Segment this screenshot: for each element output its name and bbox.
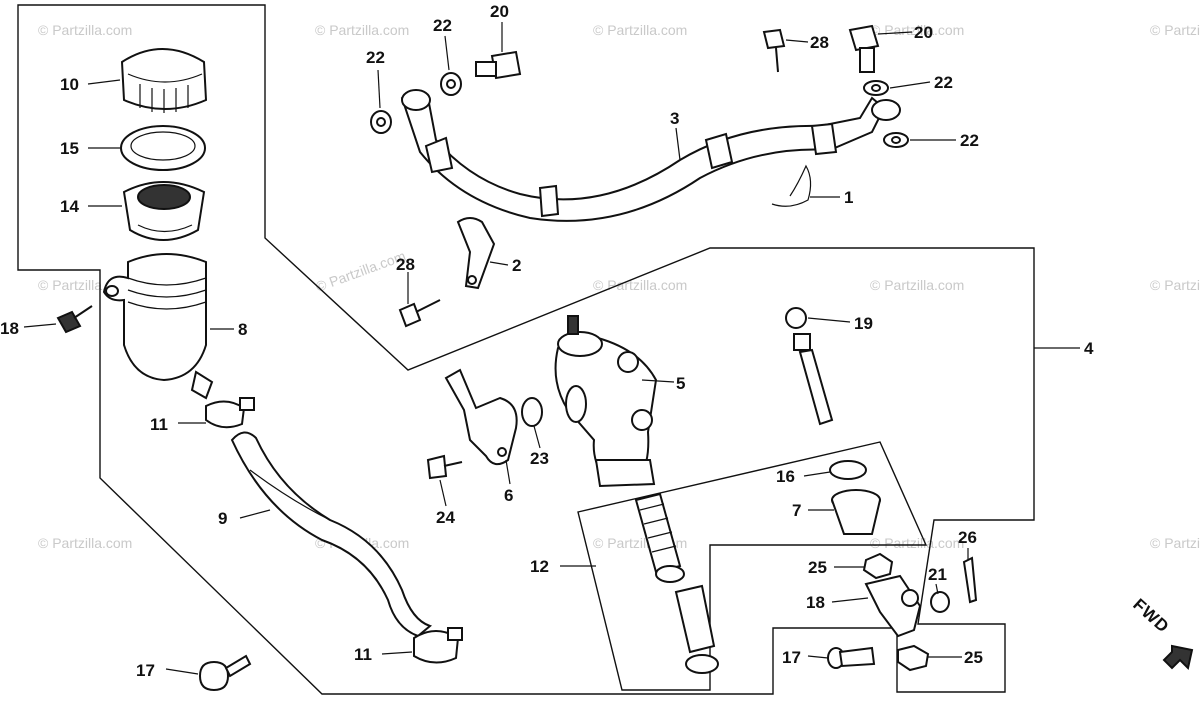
oil-bolts — [475, 24, 880, 80]
piston-assembly — [634, 492, 719, 674]
callout: 19 — [854, 314, 873, 333]
brake-hose — [400, 89, 901, 222]
leader-lines — [23, 22, 1080, 675]
piston-kit-outline — [577, 441, 928, 691]
cotter-pin — [962, 556, 978, 604]
watermark: © Partzilla.com — [38, 535, 132, 551]
callout: 22 — [960, 131, 979, 150]
callout: 8 — [238, 320, 247, 339]
diaphragm-plate — [120, 125, 206, 171]
callout: 7 — [792, 501, 801, 520]
assembly-outline — [17, 4, 1035, 695]
callout: 23 — [530, 449, 549, 468]
reservoir-bolt — [56, 305, 93, 334]
push-rod — [785, 307, 834, 426]
callout: 10 — [60, 75, 79, 94]
watermark: © Partzilla.com — [1150, 22, 1200, 38]
callout: 9 — [218, 509, 227, 528]
callout: 6 — [504, 486, 513, 505]
callout: 24 — [436, 508, 455, 527]
boot — [831, 489, 881, 535]
callout: 28 — [396, 255, 415, 274]
forward-direction-indicator: FWD — [1129, 595, 1194, 670]
callout: 4 — [1084, 339, 1094, 358]
hose-clamp-lower — [413, 627, 463, 664]
watermark: © Partzilla.com — [593, 277, 687, 293]
callout: 2 — [512, 256, 521, 275]
pivot-bolt — [198, 654, 252, 692]
callout: 25 — [808, 558, 827, 577]
hose-bolts — [398, 28, 786, 328]
joint-pin — [827, 646, 876, 669]
callout: 22 — [433, 16, 452, 35]
callout: 14 — [60, 197, 79, 216]
callout: 21 — [928, 565, 947, 584]
watermark: © Partzilla.com — [315, 22, 409, 38]
diaphragm — [122, 181, 206, 241]
callout: 3 — [670, 109, 679, 128]
callout: 28 — [810, 33, 829, 52]
callout: 22 — [366, 48, 385, 67]
hose-clip — [771, 164, 812, 207]
nuts — [862, 552, 930, 672]
callout: 17 — [782, 648, 801, 667]
watermark: © Partzilla.com — [1150, 535, 1200, 551]
watermark: © Partzilla.com — [870, 535, 964, 551]
hose-clamp-upper — [205, 397, 255, 429]
callout: 25 — [964, 648, 983, 667]
callout: 22 — [934, 73, 953, 92]
reservoir-hose — [230, 431, 433, 638]
reservoir-cap — [120, 48, 208, 113]
snap-ring — [829, 460, 867, 480]
callout: 26 — [958, 528, 977, 547]
reservoir-body — [102, 253, 214, 400]
callout: 20 — [914, 23, 933, 42]
callout: 20 — [490, 2, 509, 21]
callout: 18 — [0, 319, 19, 338]
callout: 15 — [60, 139, 79, 158]
callout: 5 — [676, 374, 685, 393]
callout: 18 — [806, 593, 825, 612]
watermark: © Partzilla.com — [870, 22, 964, 38]
joint-screw — [426, 454, 463, 480]
watermark: © Partzilla.com — [1150, 277, 1200, 293]
callout: 16 — [776, 467, 795, 486]
o-ring — [521, 397, 543, 427]
master-cylinder — [554, 315, 658, 488]
hose-guide — [456, 217, 496, 290]
callout: 12 — [530, 557, 549, 576]
clevis-joint — [864, 574, 922, 638]
callout: 11 — [354, 645, 372, 664]
callout: 1 — [844, 188, 853, 207]
washer — [930, 591, 950, 613]
sealing-washers — [370, 72, 909, 148]
fwd-label: FWD — [1129, 595, 1173, 637]
callout: 17 — [136, 661, 155, 680]
watermark: © Partzilla.com — [870, 277, 964, 293]
watermark: © Partzilla.com — [593, 22, 687, 38]
watermark: © Partzilla.com — [314, 248, 408, 295]
hose-joint — [444, 368, 518, 466]
callout: 11 — [150, 415, 168, 434]
watermark: © Partzilla.com — [38, 22, 132, 38]
fwd-arrow-icon — [1162, 644, 1194, 670]
callout-numbers: 10 15 14 8 18 11 9 11 17 22 22 20 28 20 … — [0, 2, 1094, 680]
